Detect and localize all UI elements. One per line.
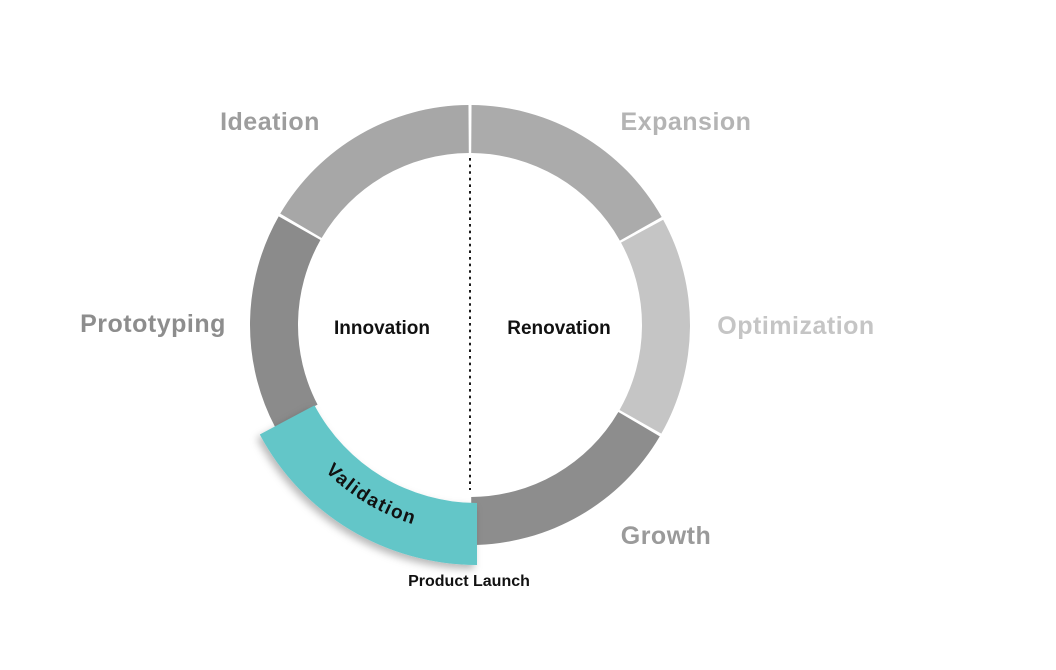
label-optimization: Optimization: [717, 312, 874, 340]
label-growth: Growth: [621, 522, 712, 550]
label-renovation: Renovation: [507, 318, 610, 339]
segment-validation: [259, 405, 477, 565]
label-ideation: Ideation: [220, 108, 320, 136]
label-innovation: Innovation: [334, 318, 430, 339]
segment-expansion: [471, 105, 662, 241]
segment-prototyping: [249, 216, 321, 427]
donut-ring: [249, 105, 690, 545]
segment-growth: [471, 412, 660, 545]
validation-highlight-segment: Validation: [259, 405, 477, 565]
label-prototyping: Prototyping: [80, 310, 226, 338]
segment-optimization: [619, 219, 690, 434]
segment-ideation: [280, 105, 469, 238]
label-expansion: Expansion: [621, 108, 752, 136]
label-product-launch: Product Launch: [408, 573, 530, 590]
